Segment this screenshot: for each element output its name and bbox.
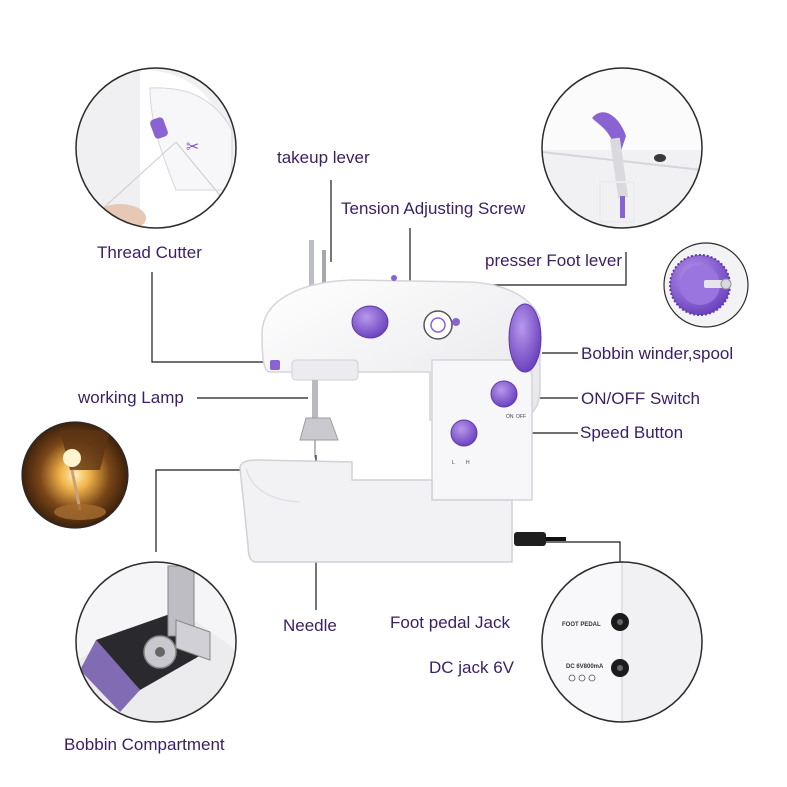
leader-thread-cutter [151, 272, 272, 363]
presser-foot [299, 417, 339, 441]
switch-off-text: OFF [516, 414, 526, 420]
speed-knob [450, 419, 478, 447]
label-presser-foot-lever: presser Foot lever [485, 251, 622, 270]
stitch-dial [423, 310, 453, 340]
label-speed-button: Speed Button [580, 423, 684, 442]
speed-low-text: L [452, 460, 455, 466]
inset-working-lamp [21, 421, 129, 529]
inset-jack-panel: FOOT PEDAL DC 6V800mA [541, 561, 703, 723]
inset-presser-foot [541, 67, 703, 229]
label-takeup-lever: takeup lever [277, 148, 370, 167]
machine-base [239, 459, 513, 563]
leader-bobbin-compartment [155, 469, 240, 552]
label-bobbin-winder: Bobbin winder,spool [581, 344, 734, 363]
sewing-machine: ON OFF L H [239, 240, 566, 563]
spool-pin-left [309, 240, 314, 298]
on-off-knob [490, 380, 518, 408]
power-plug [514, 532, 546, 546]
machine-head [291, 359, 359, 381]
label-bobbin-compartment: Bobbin Compartment [64, 735, 225, 754]
dc-rating-panel-text: DC 6V800mA [566, 664, 604, 670]
label-on-off-switch: ON/OFF Switch [581, 389, 701, 408]
tension-knob [351, 305, 389, 339]
needle-bar [312, 380, 318, 420]
inset-bobbin-winder [663, 242, 749, 328]
svg-text:✂: ✂ [186, 137, 199, 156]
lamp-housing [270, 360, 280, 370]
switch-on-text: ON [506, 414, 514, 420]
label-thread-cutter: Thread Cutter [97, 243, 202, 262]
foot-pedal-panel-text: FOOT PEDAL [562, 622, 601, 628]
label-needle: Needle [283, 616, 337, 635]
label-dc-jack: DC jack 6V [429, 658, 515, 677]
label-tension-screw: Tension Adjusting Screw [341, 199, 526, 218]
speed-high-text: H [466, 460, 470, 466]
label-working-lamp: working Lamp [78, 388, 184, 407]
inset-bobbin-compartment [75, 561, 237, 723]
label-foot-pedal-jack: Foot pedal Jack [390, 613, 511, 632]
handwheel [508, 303, 542, 373]
spool-pin-right [322, 250, 326, 298]
leader-presser-foot [445, 252, 627, 286]
inset-thread-cutter: ✂ [75, 67, 237, 229]
machine-pillar [431, 359, 533, 501]
